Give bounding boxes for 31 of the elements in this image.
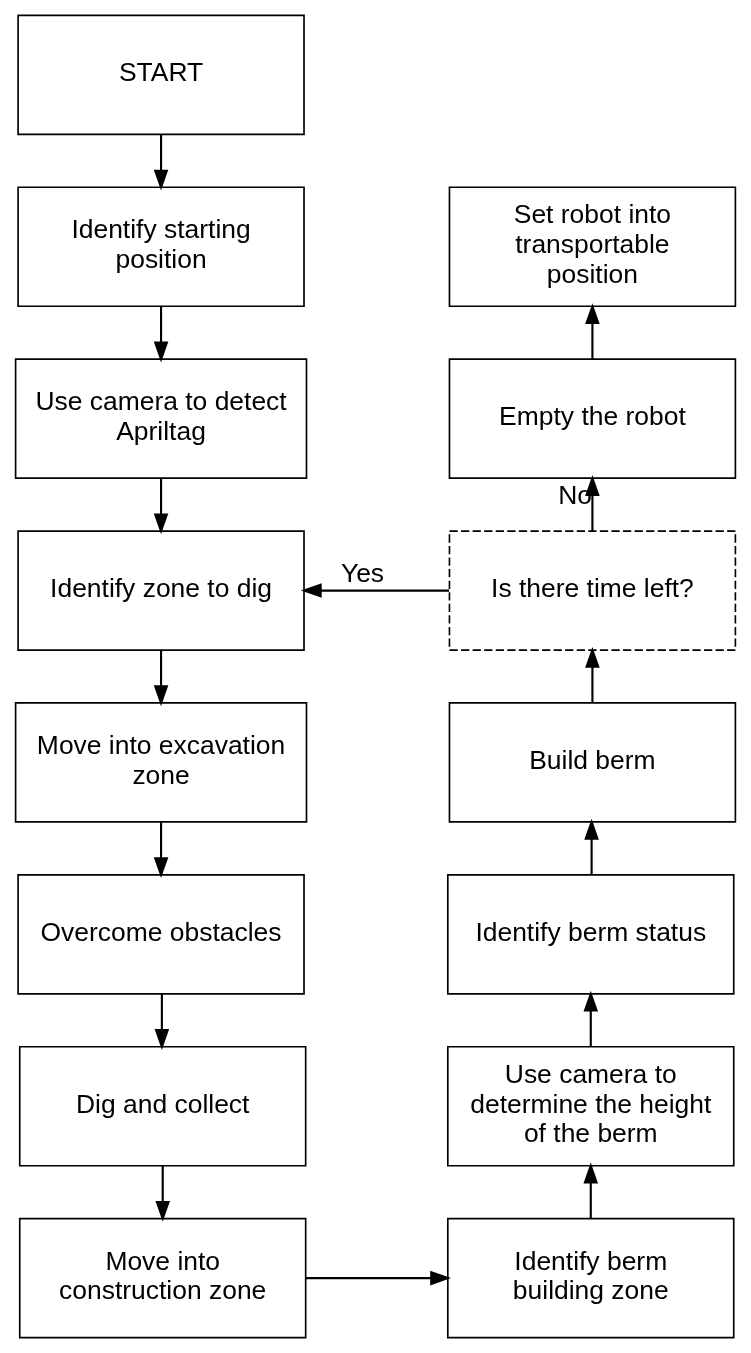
node-box: Set robot into transportable position <box>448 186 737 308</box>
arrow <box>300 583 450 598</box>
arrow <box>583 1162 599 1219</box>
node-box: Move into excavation zone <box>14 702 308 823</box>
node-box: Use camera to detect Apriltag <box>14 358 308 479</box>
arrow <box>153 306 169 363</box>
node-box: Empty the robot <box>448 358 737 479</box>
node-box: Use camera to determine the height of the berm <box>447 1045 735 1167</box>
node-box: Identify berm building zone <box>447 1217 735 1339</box>
arrow <box>154 993 170 1050</box>
node-box: Dig and collect <box>18 1045 307 1167</box>
node-box: Build berm <box>448 702 737 823</box>
arrow <box>153 478 169 535</box>
arrow <box>305 1270 452 1286</box>
arrow <box>153 650 169 707</box>
arrow <box>583 990 599 1047</box>
node-box: Is there time left? <box>448 530 737 651</box>
node-box: Overcome obstacles <box>17 874 305 995</box>
node-box: Identify starting position <box>17 186 305 308</box>
arrow <box>585 646 600 703</box>
edge-label: Yes <box>340 557 385 588</box>
arrow <box>153 134 169 191</box>
arrow <box>585 475 600 531</box>
arrow <box>584 818 599 875</box>
arrow <box>153 822 169 879</box>
node-box: Identify berm status <box>447 874 735 995</box>
arrow <box>585 303 600 360</box>
node-box: Move into construction zone <box>18 1217 307 1339</box>
arrow <box>155 1165 170 1222</box>
node-box: START <box>17 14 305 136</box>
node-box: Identify zone to dig <box>17 530 305 651</box>
